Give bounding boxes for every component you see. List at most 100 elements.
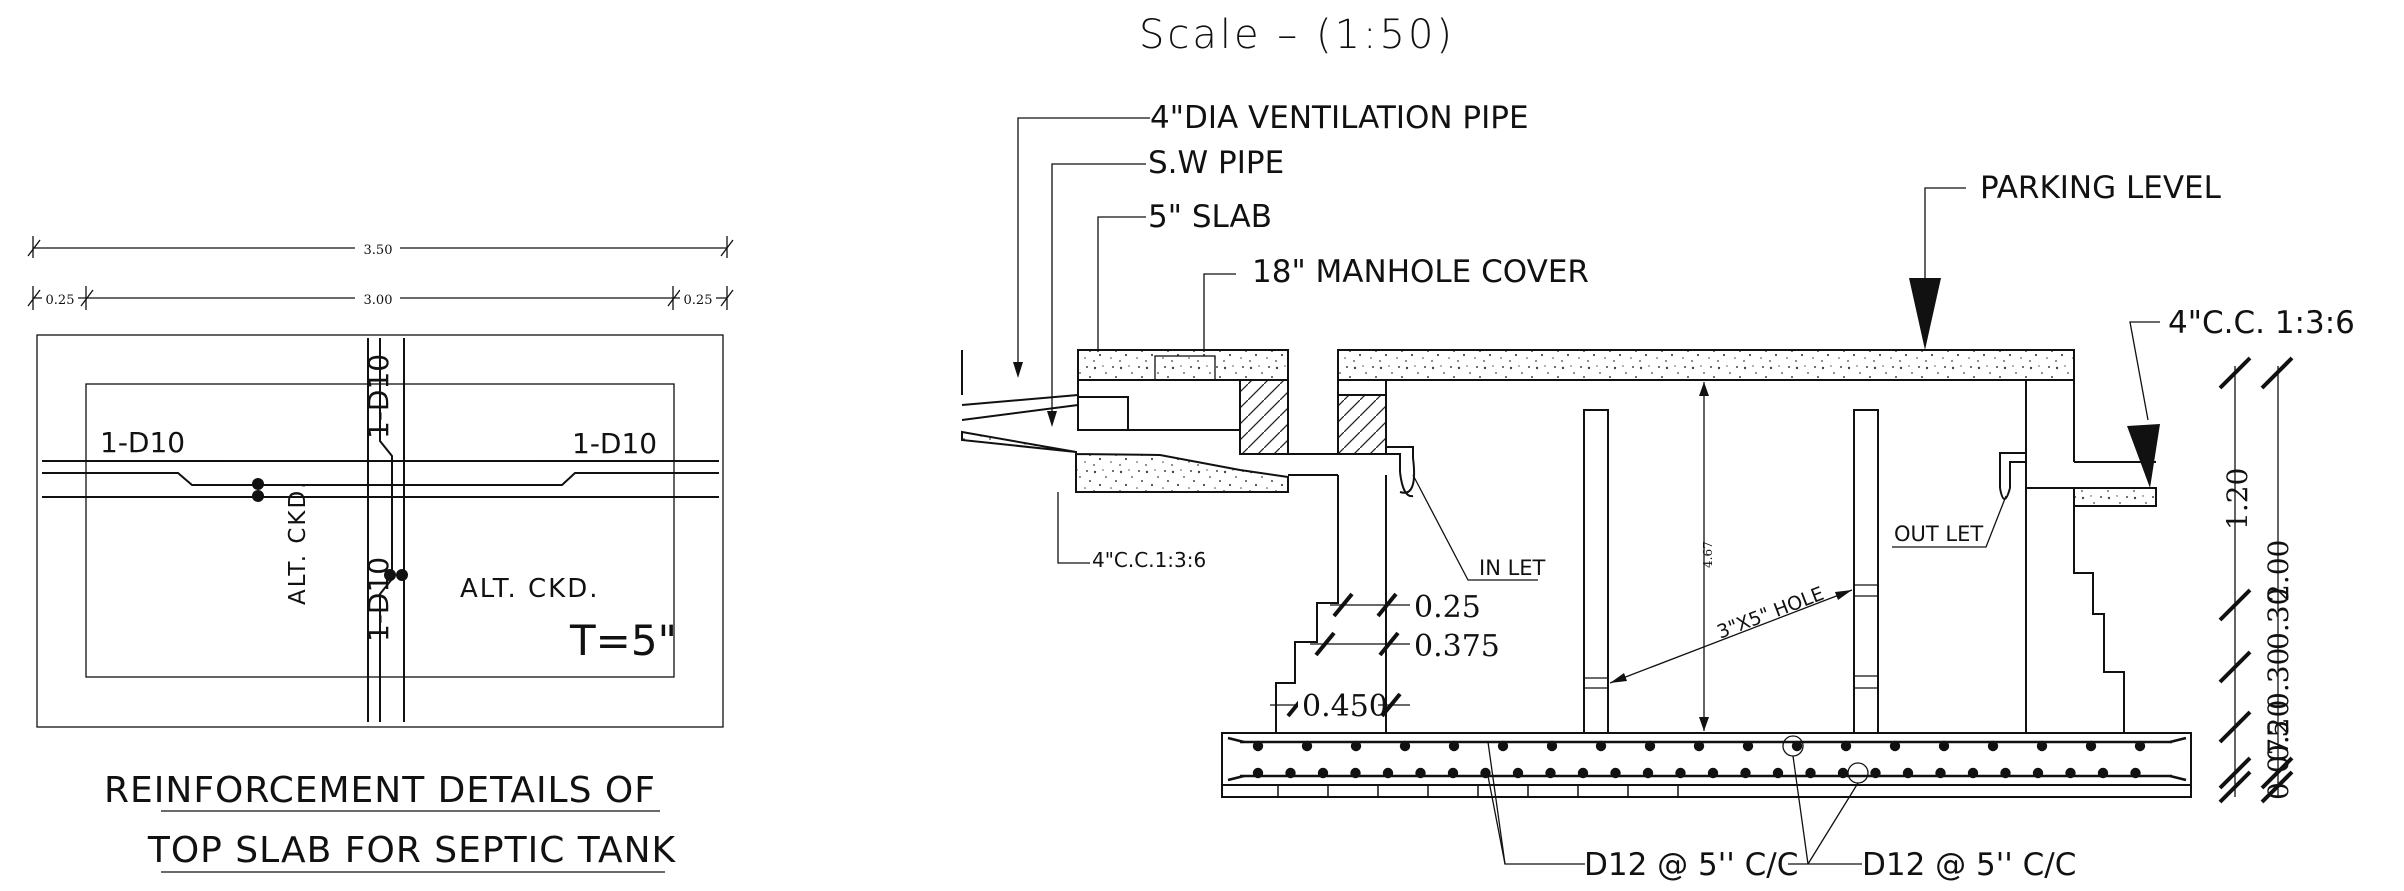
rebar-dot xyxy=(1350,740,1362,752)
bar-label-vertical-bottom: 1-D10 xyxy=(362,557,395,642)
leader-parking: PARKING LEVEL xyxy=(1909,170,2222,350)
rebar-dot xyxy=(1889,740,1901,752)
rebar-dot xyxy=(1675,767,1686,779)
bottom-bar-label-2: D12 @ 5'' C/C xyxy=(1862,847,2076,883)
rebar-dot xyxy=(2065,767,2076,779)
depth-dimension: 4.67 xyxy=(1699,382,1715,731)
sw-pipe-and-footing xyxy=(961,350,1388,493)
scale-label: Scale – (1:50) xyxy=(1139,12,1455,58)
top-slab xyxy=(1337,349,2075,381)
rebar-dot xyxy=(1480,767,1491,779)
hole-label: 3"X5" HOLE xyxy=(1714,583,1827,644)
bar-dot xyxy=(384,569,396,581)
dim-0-20: 0.20 xyxy=(2262,700,2295,762)
dim-right-label: 0.25 xyxy=(684,293,713,308)
leader-sw-pipe: S.W PIPE xyxy=(1047,145,1284,427)
rebar-dot xyxy=(1644,740,1656,752)
rebar-dot xyxy=(1447,767,1459,779)
vent-pipe-label: 4"DIA VENTILATION PIPE xyxy=(1150,100,1529,136)
rebar-dot xyxy=(1707,767,1719,779)
hole-leader: 3"X5" HOLE xyxy=(1609,583,1853,684)
bottom-bar-label-1: D12 @ 5'' C/C xyxy=(1584,847,1798,883)
tank-section: 4.67 3"X5" HOLE 0.25 xyxy=(961,100,2355,883)
step3-label: 0.450 xyxy=(1302,689,1388,724)
rebar-dot xyxy=(1967,767,1979,779)
right-dimensions: 1.20 2.00 0.30 0.30 0.20 0.075 xyxy=(2218,356,2295,804)
bar-dot xyxy=(396,569,408,581)
wall-hatch xyxy=(1239,379,1289,455)
dim-mid-label: 3.00 xyxy=(364,293,393,308)
rebar-dot xyxy=(1772,767,1784,779)
rebar-dot xyxy=(1742,740,1754,752)
rebar-dot xyxy=(1805,767,1816,779)
leader-bottom-bars: D12 @ 5'' C/C D12 @ 5'' C/C xyxy=(1487,741,2076,883)
bar-dot xyxy=(252,490,264,502)
inlet-label: IN LET xyxy=(1479,556,1546,580)
manhole-slab xyxy=(1077,349,1289,381)
rebar-dot xyxy=(1837,767,1849,779)
dim-left-label: 0.25 xyxy=(46,293,75,308)
rebar-dot xyxy=(1546,740,1558,752)
rebar-dot xyxy=(1512,767,1524,779)
rebar-dot xyxy=(2085,740,2097,752)
slab-thickness-label: T=5" xyxy=(569,616,677,665)
manhole-cover xyxy=(1154,355,1216,381)
rebar-dot xyxy=(1382,767,1394,779)
rebar-dot xyxy=(1791,740,1803,752)
rebar-dot xyxy=(1448,740,1460,752)
parking-level-label: PARKING LEVEL xyxy=(1980,170,2222,206)
step1-label: 0.25 xyxy=(1414,590,1481,625)
bar-label-top-right: 1-D10 xyxy=(572,427,657,460)
dim-2-00: 2.00 xyxy=(2262,540,2295,602)
step2-label: 0.375 xyxy=(1414,629,1500,664)
rebar-dot xyxy=(2032,767,2044,779)
dimension-total: 3.50 xyxy=(27,236,734,258)
bar-dot xyxy=(252,478,264,490)
leader-cc-left: 4"C.C.1:3:6 xyxy=(1057,492,1206,572)
rebar-dot xyxy=(1870,767,1881,779)
rebar-dot xyxy=(1577,767,1589,779)
sw-pipe-label: S.W PIPE xyxy=(1148,145,1284,181)
leader-manhole: 18" MANHOLE COVER xyxy=(1203,254,1589,352)
bottom-slab xyxy=(1221,732,2192,798)
alt-ckd-horizontal-label: ALT. CKD. xyxy=(460,574,600,604)
vertical-bars xyxy=(367,338,405,722)
rebar-dot xyxy=(1252,767,1264,779)
rebar-dot xyxy=(1987,740,1999,752)
plan-title-line2: TOP SLAB FOR SEPTIC TANK xyxy=(147,830,677,871)
wall-hatch xyxy=(1337,394,1387,455)
bar-label-top-left: 1-D10 xyxy=(100,426,185,459)
cc-left-label: 4"C.C.1:3:6 xyxy=(1092,548,1206,572)
plan-title-line1: REINFORCEMENT DETAILS OF xyxy=(104,770,656,811)
outlet-label: OUT LET xyxy=(1894,522,1983,546)
rebar-dot xyxy=(1545,767,1556,779)
baffle-wall-1 xyxy=(1583,409,1609,734)
leader-vent-pipe: 4"DIA VENTILATION PIPE xyxy=(1013,100,1529,378)
rebar-dot xyxy=(1938,740,1950,752)
rebar-dot xyxy=(1252,740,1264,752)
horizontal-bars xyxy=(42,460,719,498)
dim-0-30-a: 0.30 xyxy=(2262,588,2295,650)
right-wall xyxy=(1999,380,2157,733)
rebar-dot xyxy=(1497,740,1509,752)
rebar-dot xyxy=(1317,767,1329,779)
rebar-dot xyxy=(1642,767,1654,779)
rebar-dot xyxy=(1935,767,1946,779)
rebar-dot xyxy=(1840,740,1852,752)
slab-outline xyxy=(36,334,724,728)
leader-slab: 5" SLAB xyxy=(1097,199,1272,352)
dim-0-075: 0.075 xyxy=(2262,720,2295,800)
rebar-dot xyxy=(1610,767,1621,779)
rebar-dot xyxy=(1902,767,1914,779)
bar-label-vertical-top: 1-D10 xyxy=(362,354,395,439)
rebar-dot xyxy=(2000,767,2011,779)
step-dimensions: 0.25 0.375 0.450 xyxy=(1270,590,1500,724)
rebar-dot xyxy=(1595,740,1607,752)
dim-1-20: 1.20 xyxy=(2221,468,2254,530)
rebar-dot xyxy=(1350,767,1361,779)
rebar-dot xyxy=(2036,740,2048,752)
dim-0-30-b: 0.30 xyxy=(2262,648,2295,710)
slab-plan: 3.50 0.25 3.00 0.25 xyxy=(27,236,734,873)
alt-ckd-vertical-label: ALT. CKD. xyxy=(285,480,311,606)
